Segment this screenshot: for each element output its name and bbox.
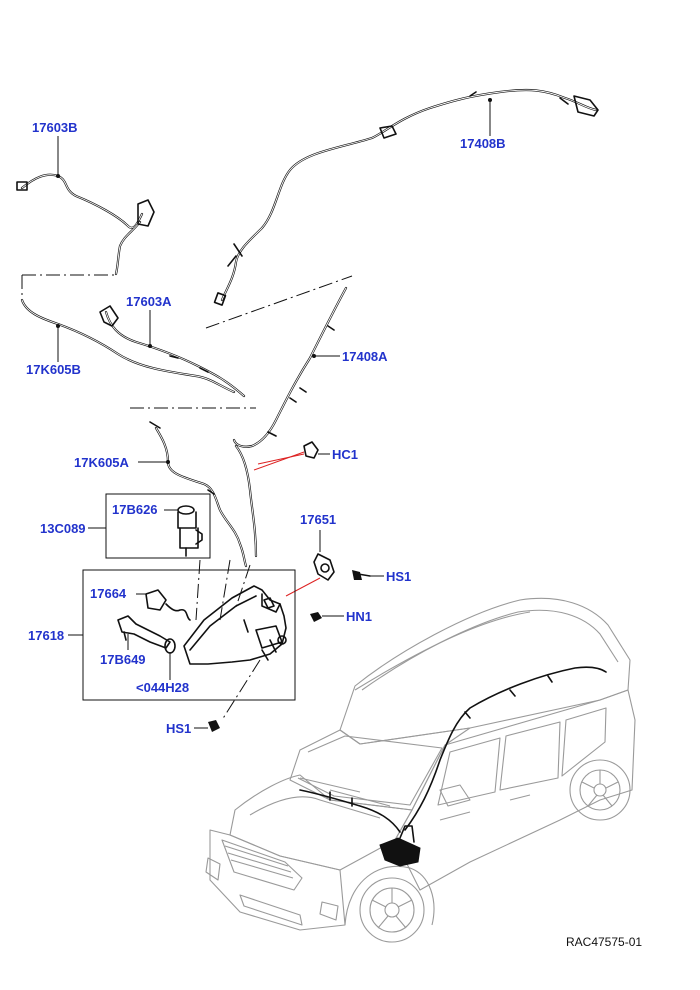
bracket-17651 [313,553,335,581]
label-17408a: 17408A [342,349,388,364]
label-hs1-upper: HS1 [386,569,411,584]
pump-17b626 [177,505,203,557]
label-17k605b: 17K605B [26,362,81,377]
label-17408b: 17408B [460,136,506,151]
hose-17k605b [20,298,236,394]
connection-lines [21,274,353,721]
box-13c089 [105,493,211,559]
vehicle-outline [205,597,636,943]
reservoir-17618 [183,585,287,665]
label-17618: 17618 [28,628,64,643]
label-17b649: 17B649 [100,652,146,667]
label-17b626: 17B626 [112,502,158,517]
hose-17603b [16,173,155,276]
nut-hn1 [310,612,322,622]
label-044h28: <044H28 [136,680,189,695]
label-hn1: HN1 [346,609,372,624]
hose-17408b [213,88,599,306]
clip-hc1 [303,441,319,459]
hose-17k605a [149,421,258,568]
label-17603a: 17603A [126,294,172,309]
sensor-17b649 [117,615,171,649]
label-hs1-lower: HS1 [166,721,191,736]
label-17664: 17664 [90,586,127,601]
vehicle-hose-routing [299,666,607,867]
label-17603b: 17603B [32,120,78,135]
screw-hs1-lower [208,720,220,732]
hose-17603a [99,305,246,398]
callout-labels: 17603B 17408B 17603A 17K605B 17408A HC1 … [26,120,642,949]
hose-17408a [232,286,348,448]
reference-number: RAC47575-01 [566,935,642,949]
motor-17664 [145,589,191,621]
screw-hs1-upper [352,570,371,580]
label-17k605a: 17K605A [74,455,130,470]
label-hc1: HC1 [332,447,358,462]
label-17651: 17651 [300,512,336,527]
label-13c089: 13C089 [40,521,86,536]
